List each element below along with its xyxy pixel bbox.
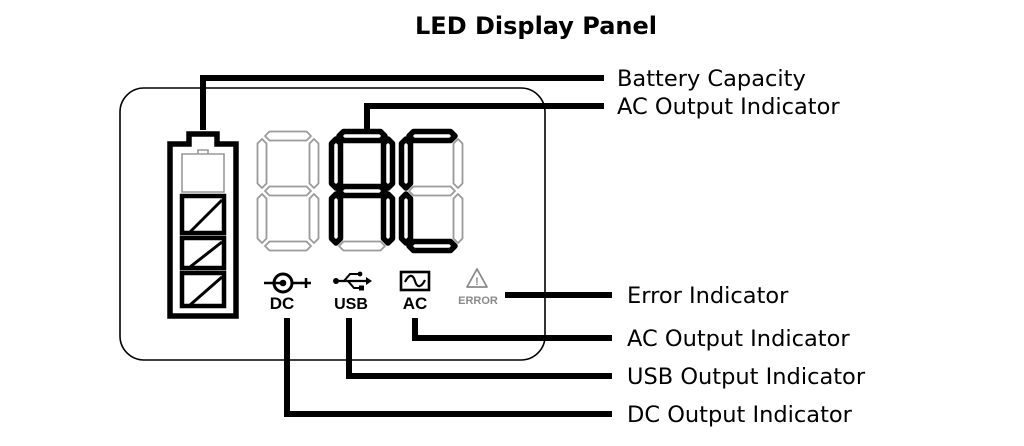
dc-indicator: DC [264, 272, 311, 313]
digit-3-segment-g [408, 185, 456, 197]
ac-indicator-label: AC [403, 294, 428, 313]
digit-1-segment-d [264, 240, 312, 252]
usb-icon [333, 271, 372, 291]
leader-dc-output [284, 318, 612, 417]
warning-triangle-icon: ! [466, 268, 488, 288]
leader-usb-output [346, 318, 612, 379]
callout-battery-capacity: Battery Capacity [617, 66, 806, 92]
digit-3-segment-e [398, 191, 414, 246]
digit-2-segment-d [338, 240, 386, 252]
digit-1-segment-c [308, 193, 320, 244]
callout-dc-output: DC Output Indicator [627, 402, 853, 428]
leader-ac-output [412, 318, 612, 341]
digit-1-segment-g [264, 185, 312, 197]
error-indicator: ! ERROR [458, 268, 498, 307]
digit-1-segment-b [308, 138, 320, 189]
warning-exclamation: ! [475, 276, 479, 288]
digit-3-segment-c [452, 193, 464, 244]
digit-1-segment-f [256, 138, 268, 189]
digit-3 [398, 128, 464, 254]
digit-1-segment-a [264, 130, 312, 142]
usb-indicator-label: USB [334, 296, 368, 313]
battery-icon [167, 131, 239, 319]
digit-2 [328, 128, 396, 252]
callout-ac-output-top: AC Output Indicator [617, 94, 840, 120]
digit-2-segment-e [328, 191, 344, 246]
digit-1-segment-e [256, 193, 268, 244]
leader-lines [200, 75, 612, 417]
callout-ac-output: AC Output Indicator [627, 326, 850, 352]
error-indicator-label: ERROR [458, 295, 498, 307]
display-panel-frame [119, 87, 546, 361]
digit-3-segment-b [452, 138, 464, 189]
leader-ac-output-top [364, 103, 604, 130]
ac-wave-icon [399, 270, 431, 292]
digit-2-segment-g [336, 183, 388, 199]
usb-indicator: USB [333, 271, 372, 313]
digit-2-segment-f [328, 136, 344, 191]
dc-plug-icon [264, 272, 311, 294]
diagram-title: LED Display Panel [415, 12, 657, 40]
callout-error: Error Indicator [627, 283, 789, 309]
digit-2-segment-c [380, 191, 396, 246]
digit-2-segment-b [380, 136, 396, 191]
digit-1 [256, 130, 320, 252]
leader-battery-capacity [200, 75, 604, 130]
digit-3-segment-d [406, 238, 458, 254]
callout-usb-output: USB Output Indicator [627, 364, 866, 390]
dc-indicator-label: DC [270, 294, 295, 313]
digit-2-segment-a [336, 128, 388, 144]
seven-segment-display [256, 128, 464, 254]
ac-indicator: AC [399, 270, 431, 313]
digit-3-segment-f [398, 136, 414, 191]
digit-3-segment-a [406, 128, 458, 144]
